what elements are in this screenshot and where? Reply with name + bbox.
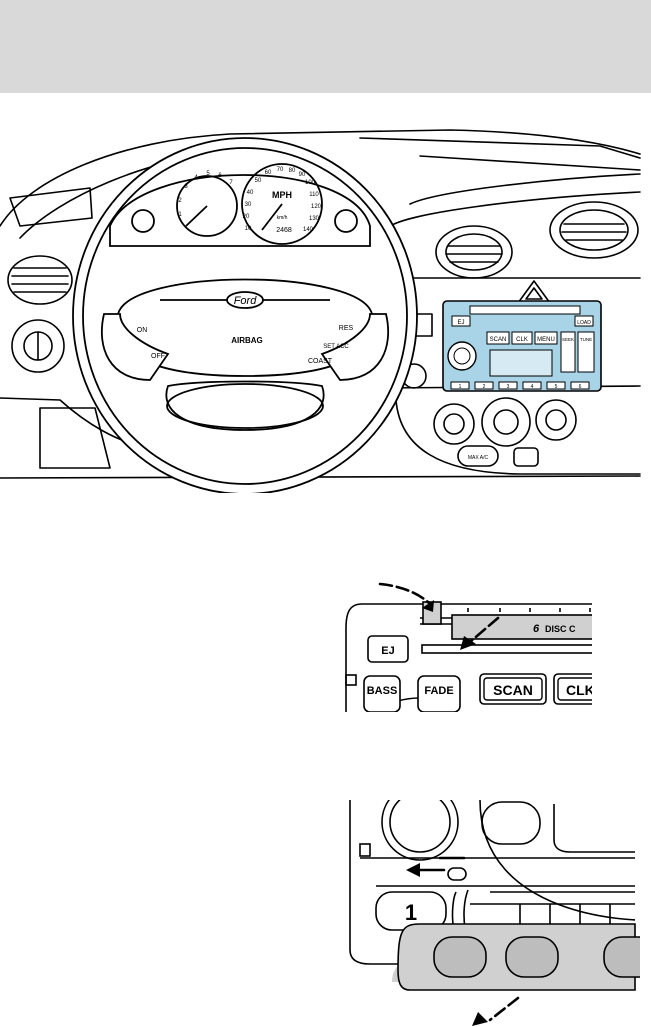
radio-preset-label: 3 [507, 384, 510, 390]
cruise-on-label: ON [137, 327, 148, 334]
bass-label: BASS [367, 685, 398, 697]
tach-tick: 4 [194, 175, 198, 181]
dash-top-edge [0, 129, 641, 227]
radio-preset-label: 6 [579, 384, 582, 390]
fade-label: FADE [424, 685, 453, 697]
speed-tick: 60 [265, 170, 272, 176]
speed-tick: 100 [305, 180, 316, 186]
radio-display [489, 349, 553, 377]
ford-logo-text: Ford [234, 295, 258, 307]
speedometer [241, 163, 323, 245]
tach-tick: 5 [206, 171, 210, 177]
radio-ej-label: EJ [457, 320, 464, 326]
speed-tick: 50 [255, 178, 262, 184]
dashboard-illustration: EJ LOAD SCAN CLK MENU SEEK TUNE 1 2 3 4 … [0, 129, 641, 493]
tach-tick: 2 [178, 198, 182, 204]
tach-tick: 3 [184, 184, 188, 190]
speed-tick: 10 [245, 226, 252, 232]
right-vent [549, 201, 639, 259]
page-header-band [0, 0, 651, 93]
tach-tick: 1 [178, 212, 182, 218]
max-ac-label: MAX A/C [468, 455, 489, 461]
press-arrow [378, 582, 432, 606]
airbag-label: AIRBAG [231, 336, 263, 345]
speed-tick: 110 [309, 192, 319, 198]
radio-unit: EJ LOAD SCAN CLK MENU SEEK TUNE 1 2 3 4 … [442, 300, 602, 392]
cruise-coast-label: COAST [308, 358, 333, 365]
mode-knob [481, 397, 531, 447]
radio-preset-label: 1 [459, 384, 462, 390]
odometer: 2468 [276, 227, 292, 234]
ej-label: EJ [381, 645, 394, 657]
speed-tick: 90 [299, 172, 306, 178]
eject-arrow [468, 616, 500, 644]
disc-slot-highlight [451, 614, 592, 640]
light-switch-knob [11, 319, 65, 373]
speed-tick: 30 [245, 202, 252, 208]
radio-scan-label: SCAN [490, 337, 507, 343]
scan-label: SCAN [493, 682, 533, 698]
radio-tune-label: TUNE [580, 337, 592, 342]
steering-wheel [72, 137, 418, 493]
speed-unit-small: km/h [277, 215, 288, 221]
tach-tick: 7 [229, 180, 233, 186]
disc-label: DISC C [545, 624, 576, 634]
fan-knob [433, 403, 475, 445]
radio-clk-label: CLK [516, 337, 528, 343]
detail-faceplate-illustration: 1 [349, 800, 640, 1026]
radio-preset-label: 4 [531, 384, 534, 390]
speed-tick: 40 [247, 190, 254, 196]
speed-tick: 130 [309, 216, 320, 222]
cruise-res-label: RES [339, 325, 354, 332]
center-vent [435, 225, 513, 279]
radio-seek-label: SEEK [562, 337, 574, 342]
radio-load-label: LOAD [577, 320, 591, 326]
left-vent [7, 255, 73, 305]
preset-1-label: 1 [405, 900, 417, 925]
detail-eject-illustration: 6 DISC C EJ BASS FADE SCAN CLK [345, 582, 595, 712]
radio-preset-label: 5 [555, 384, 558, 390]
speed-tick: 80 [289, 168, 296, 174]
pull-arrow [488, 996, 520, 1022]
speed-tick: 120 [311, 204, 322, 210]
radio-menu-label: MENU [537, 337, 555, 343]
speed-tick: 70 [277, 167, 284, 173]
speed-unit: MPH [272, 190, 292, 200]
radio-preset-label: 2 [483, 384, 486, 390]
tach-tick: 6 [218, 173, 222, 179]
speed-tick: 20 [243, 214, 250, 220]
cruise-set-acc-label: SET ACC [323, 344, 349, 350]
speed-tick: 140 [303, 227, 314, 233]
clk-label: CLK [566, 682, 595, 698]
temp-knob [535, 399, 577, 441]
cruise-off-label: OFF [151, 353, 165, 360]
disc-number: 6 [533, 623, 540, 635]
